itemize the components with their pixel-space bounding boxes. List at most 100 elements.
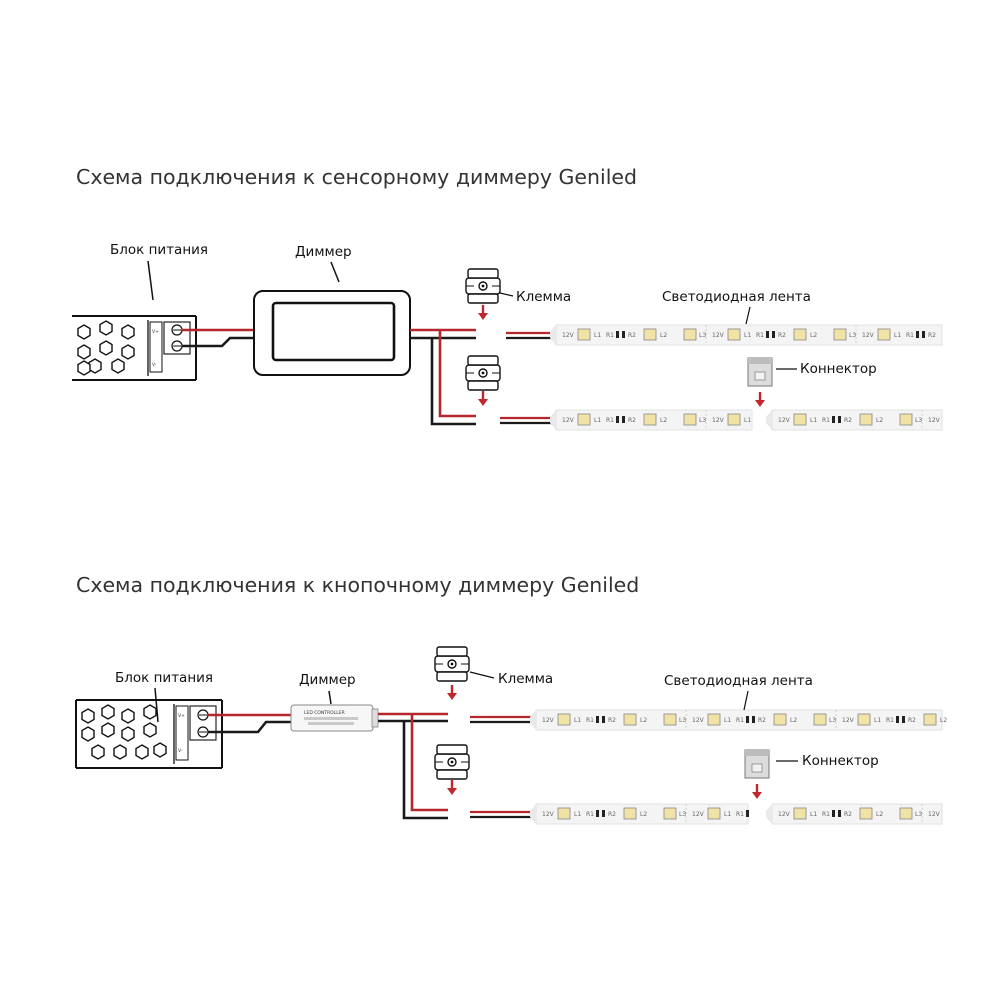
strip-end <box>530 804 536 824</box>
led-chip <box>623 807 637 820</box>
led-chip <box>899 807 913 820</box>
led-chip <box>727 328 741 341</box>
strip-mark-text: R1 <box>822 811 830 818</box>
led-chip <box>833 328 847 341</box>
wire-red-out-b-2 <box>410 714 448 812</box>
strip-mark-text: L3 <box>699 332 706 339</box>
connector-1 <box>747 357 773 387</box>
strip-mark-text: 12V <box>842 717 855 724</box>
strip-mark-text: L3 <box>915 811 922 818</box>
strip-mark-text: R1 <box>606 417 614 424</box>
resistor <box>622 331 625 338</box>
strip-mark-text: R1 <box>586 717 594 724</box>
power-supply-1-pointer <box>147 260 154 301</box>
strip-mark-text: R2 <box>758 717 766 724</box>
wire-black-out-b-1 <box>430 338 476 426</box>
terminal-clamp-2b <box>434 744 470 780</box>
led-chip <box>577 413 591 426</box>
strip-mark-text: L1 <box>724 811 731 818</box>
dimmer-1-pointer <box>330 261 340 283</box>
resistor <box>838 416 841 423</box>
strip-mark-text: 12V <box>542 811 555 818</box>
strip-mark-text: R1 <box>822 417 830 424</box>
resistor <box>896 716 899 723</box>
dimmer-2-pointer <box>328 690 332 705</box>
strip-mark-text: R2 <box>844 417 852 424</box>
resistor <box>622 416 625 423</box>
strip-mark-text: R2 <box>844 811 852 818</box>
terminal-1-pointer <box>499 292 514 297</box>
strip-mark-text: 12V <box>778 811 791 818</box>
diagram-2-title: Схема подключения к кнопочному диммеру G… <box>76 573 639 597</box>
led-chip <box>623 713 637 726</box>
led-chip <box>707 713 721 726</box>
terminal-clamp-1b <box>465 355 501 391</box>
arrow-down-icon <box>476 303 490 322</box>
strip-mark-text: 12V <box>542 717 555 724</box>
resistor <box>602 716 605 723</box>
resistor <box>746 810 749 817</box>
strip-mark-text: R1 <box>586 811 594 818</box>
strip-end <box>766 804 772 824</box>
wire-black-out-b-2 <box>402 721 448 820</box>
strip-mark-text: L3 <box>679 717 686 724</box>
strip-mark-text: L1 <box>744 417 751 424</box>
strip-mark-text: L1 <box>594 417 601 424</box>
led-chip <box>793 328 807 341</box>
strip-mark-text: R2 <box>928 332 936 339</box>
led-chip <box>663 713 677 726</box>
led-chip <box>923 713 937 726</box>
arrow-down-icon <box>753 390 767 409</box>
strip-mark-text: 12V <box>928 417 941 424</box>
strip-mark-text: L3 <box>699 417 706 424</box>
led-chip <box>683 413 697 426</box>
touch-dimmer <box>253 290 411 376</box>
dimmer-2-label: Диммер <box>299 672 356 688</box>
strip-mark-text: 12V <box>692 811 705 818</box>
strip-mark-text: L1 <box>810 811 817 818</box>
led-chip <box>643 413 657 426</box>
strip-mark-text: L3 <box>679 811 686 818</box>
diagram-1-title: Схема подключения к сенсорному диммеру G… <box>76 165 637 189</box>
strip-mark-text: R1 <box>756 332 764 339</box>
power-supply-2: V+V- <box>75 699 223 769</box>
strip-mark-text: L2 <box>940 717 947 724</box>
strip-mark-text: R1 <box>606 332 614 339</box>
led-chip <box>643 328 657 341</box>
resistor <box>752 716 755 723</box>
svg-text:V-: V- <box>178 748 183 754</box>
strip-mark-text: L2 <box>876 811 883 818</box>
led-strip-2-label: Светодиодная лента <box>664 673 813 689</box>
strip-mark-text: 12V <box>562 332 575 339</box>
strip-end <box>550 410 556 430</box>
svg-text:V+: V+ <box>152 329 159 335</box>
terminal-2-pointer <box>469 671 495 679</box>
led-chip <box>773 713 787 726</box>
strip-mark-text: L1 <box>574 811 581 818</box>
wire-red-out-b-1 <box>438 330 476 418</box>
power-supply-1: V+V- <box>72 315 197 381</box>
terminal-clamp-1a <box>465 268 501 304</box>
strip-mark-text: L1 <box>594 332 601 339</box>
strip-mark-text: R1 <box>886 717 894 724</box>
strip-mark-text: 12V <box>862 332 875 339</box>
power-supply-2-label: Блок питания <box>115 670 213 686</box>
led-chip <box>663 807 677 820</box>
led-strip-1-pointer <box>745 306 751 325</box>
led-chip <box>557 807 571 820</box>
resistor <box>916 331 919 338</box>
led-strip-2-pointer <box>743 690 749 711</box>
led-chip <box>859 413 873 426</box>
strip-mark-text: L2 <box>876 417 883 424</box>
dimmer-1-label: Диммер <box>295 244 352 260</box>
strip-mark-text: L3 <box>849 332 856 339</box>
button-dimmer: LED CONTROLLER <box>290 704 379 732</box>
strip-mark-text: L1 <box>874 717 881 724</box>
strip-mark-text: 12V <box>712 417 725 424</box>
led-chip <box>727 413 741 426</box>
